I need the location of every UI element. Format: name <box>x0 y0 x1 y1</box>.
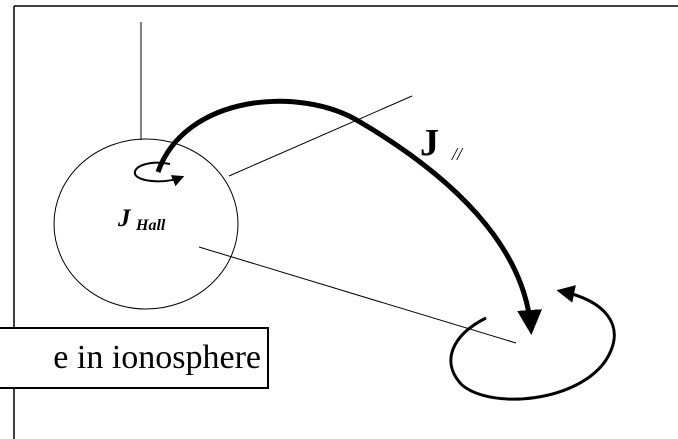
field-aligned-current-arrow <box>155 98 543 335</box>
j-parallel-subscript: // <box>451 144 464 164</box>
j-hall-subscript: Hall <box>135 217 166 234</box>
j-hall-symbol: J <box>117 205 132 232</box>
connector-line-upper <box>228 95 413 177</box>
j-parallel-symbol: J <box>420 122 439 164</box>
connector-line-lower <box>198 246 517 344</box>
ionosphere-caption-box: e in ionosphere <box>0 327 269 389</box>
return-current-loop <box>449 285 616 401</box>
hall-current-loop <box>133 161 185 187</box>
ionosphere-caption-text: e in ionosphere <box>53 339 261 376</box>
ionosphere-circle <box>53 138 239 310</box>
